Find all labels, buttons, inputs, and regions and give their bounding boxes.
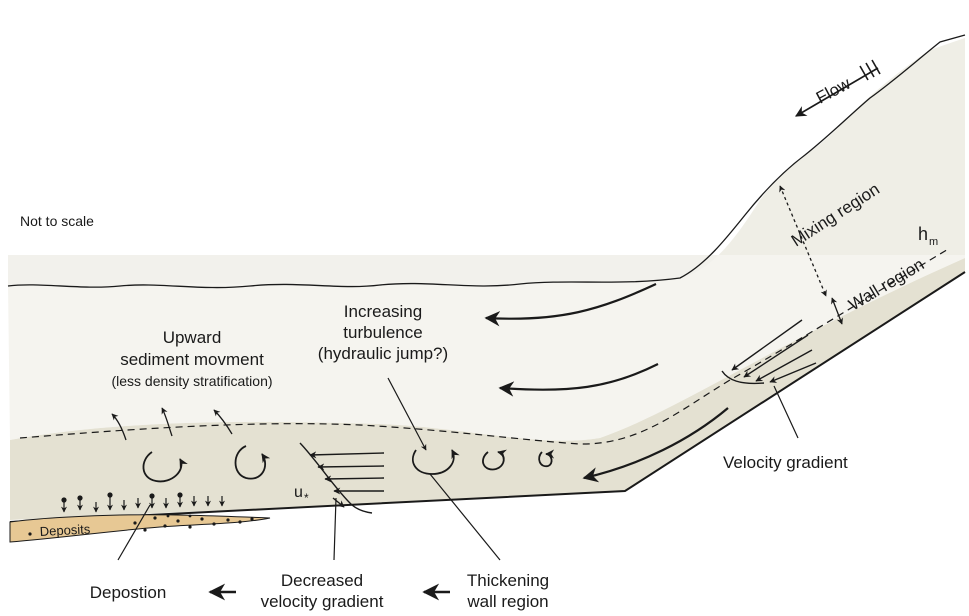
- thickening-label-line1: Thickening: [467, 571, 549, 590]
- upward-label-line3: (less density stratification): [111, 373, 272, 389]
- decreased-label-line2: velocity gradient: [261, 592, 384, 611]
- turbulence-label-line2: turbulence: [343, 323, 422, 342]
- u-star-label: u: [294, 484, 303, 501]
- velocity-gradient-label: Velocity gradient: [723, 453, 848, 472]
- decreased-label-line1: Decreased: [281, 571, 363, 590]
- turbulence-label-line1: Increasing: [344, 302, 422, 321]
- u-star-subscript: *: [304, 491, 309, 505]
- thickening-label-line2: wall region: [466, 592, 548, 611]
- upward-label-line1: Upward: [163, 328, 222, 347]
- upward-label-line2: sediment movment: [120, 350, 264, 369]
- turbulence-label-line3: (hydraulic jump?): [318, 344, 448, 363]
- leader-decreased: [334, 498, 336, 560]
- hm-label: h: [918, 224, 928, 244]
- deposition-label: Depostion: [90, 583, 167, 602]
- not-to-scale-label: Not to scale: [20, 213, 94, 229]
- hm-subscript: m: [929, 236, 938, 248]
- leader-velocity-gradient: [774, 386, 798, 438]
- deposits-label: Deposits: [39, 521, 91, 539]
- flow-label: Flow: [813, 74, 854, 108]
